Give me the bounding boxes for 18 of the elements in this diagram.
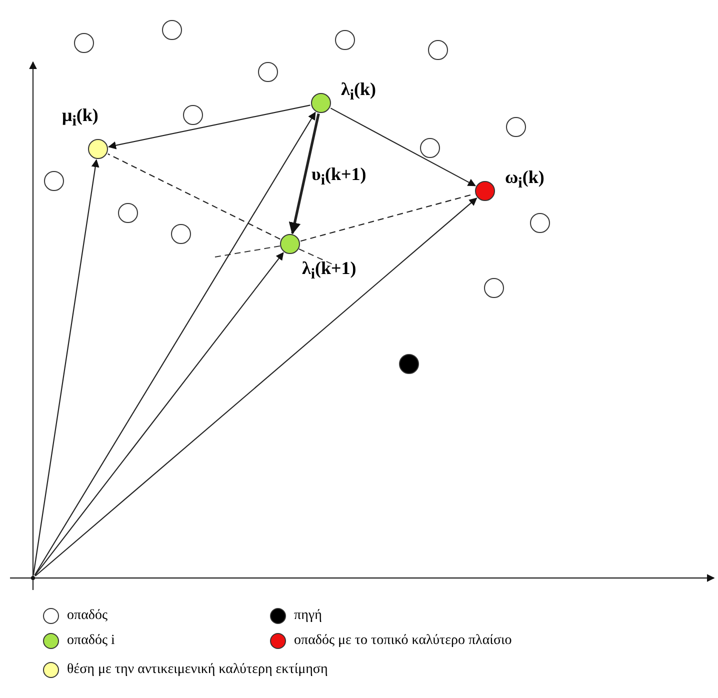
arrow — [32, 159, 100, 576]
arrow — [34, 252, 284, 576]
arrow — [330, 108, 476, 186]
position-label: λ$_{i}$(k) — [341, 79, 376, 106]
legend-label: οπαδός i — [67, 633, 115, 649]
legend-label: οπαδός με το τοπικό καλύτερο πλαίσιο — [294, 633, 512, 649]
arrow — [108, 104, 310, 150]
dashed-line — [108, 153, 280, 240]
arrow — [288, 113, 320, 234]
arrow — [34, 112, 316, 576]
legend-label: θέση με την αντικειμενική καλύτερη εκτίμηση — [67, 662, 328, 678]
position-label: ω$_{i}$(k) — [505, 167, 544, 194]
legend-label: πηγή — [294, 608, 322, 624]
arrow — [34, 198, 478, 576]
legend-label: οπαδός — [67, 608, 108, 624]
position-label: λ$_{i}$(k+1) — [302, 258, 356, 285]
position-label: μ$_{i}$(k) — [62, 105, 98, 132]
edge-label: υ$_{i}$(k+1) — [312, 164, 366, 190]
